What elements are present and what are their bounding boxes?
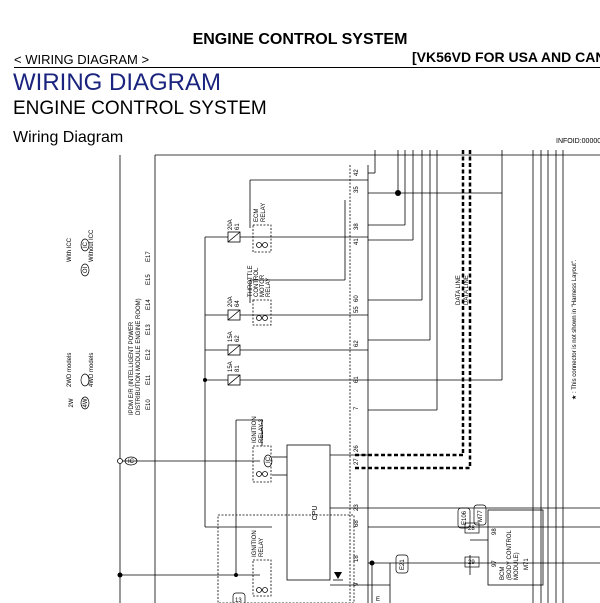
terminal-61: 61: [354, 376, 360, 383]
subsection-title: ENGINE CONTROL SYSTEM: [13, 98, 267, 119]
legend-2wd-code: 2W: [69, 398, 75, 407]
system-title: ENGINE CONTROL SYSTEM: [192, 31, 408, 48]
model-label: [VK56VD FOR USA AND CANA: [412, 49, 600, 65]
terminal-60: 60: [354, 295, 360, 302]
ipdm-conn-e15: E15: [146, 274, 152, 285]
fuse-3-amp: 15A: [228, 331, 234, 342]
ign-relay3-line1: IGNITION: [252, 416, 258, 443]
ipdm-connectors-row1: E10 E11 E12 E13 E14 E15 E17: [146, 251, 152, 410]
header-divider: [14, 67, 600, 68]
pin-28: 28: [468, 526, 475, 532]
fuse-4-id: 81: [235, 365, 241, 372]
connector-e21: E21: [400, 559, 406, 570]
terminal-68: 68: [354, 520, 360, 527]
ipdm-conn-e10: E10: [146, 399, 152, 410]
terminal-38: 38: [354, 223, 360, 230]
diagram-title: Wiring Diagram: [13, 129, 124, 146]
terminal-7: 7: [354, 406, 360, 410]
terminal-35: 35: [354, 186, 360, 193]
bcm-line1: BCM: [500, 567, 506, 580]
fuse-2-id: 64: [235, 300, 241, 307]
ign-relay-line2: RELAY: [259, 538, 265, 557]
connector-m77: M77: [478, 510, 484, 522]
bottom-e: E: [376, 597, 380, 603]
bottom-13: 13: [235, 598, 242, 603]
ipdm-line2: DISTRIBUTION MODULE ENGINE ROOM): [136, 298, 142, 415]
legend-2wd-text: 2WD models: [67, 353, 73, 387]
ecm-relay-line1: ECM: [254, 209, 260, 222]
terminal-9: 9: [354, 582, 360, 586]
legend-icc-text: With ICC: [67, 237, 73, 262]
legend-noicc-code: OI: [83, 267, 89, 274]
bcm-connector: M71: [524, 558, 530, 570]
ipdm-conn-e17: E17: [146, 251, 152, 262]
harness-note: ★ : This connector is not shown in "Harn…: [571, 259, 578, 400]
ign-relay-line1: IGNITION: [252, 530, 258, 557]
ipdm-conn-e11: E11: [146, 374, 152, 385]
terminal-41: 41: [354, 238, 360, 245]
legend-noicc-text: Without ICC: [89, 229, 95, 262]
terminal-23: 23: [354, 504, 360, 511]
ipdm-conn-e13: E13: [146, 324, 152, 335]
data-line-label-2: DATA LINE: [464, 275, 470, 305]
ic-tag: IC: [128, 459, 135, 465]
ign-relay3-line2: RELAY-3: [259, 418, 265, 443]
bcm-pin-97: 97: [492, 560, 498, 567]
terminal-27: 27: [354, 458, 360, 465]
section-title: WIRING DIAGRAM: [13, 69, 221, 96]
bcm-line3: MODULE): [514, 552, 520, 580]
terminal-26: 26: [354, 445, 360, 452]
pin-29: 29: [468, 560, 475, 566]
fuse-1-amp: 20A: [228, 219, 234, 230]
fuse-3-id: 62: [235, 335, 241, 342]
ipdm-line1: IPDM E/R (INTELLIGENT POWER: [129, 321, 135, 415]
legend-4wd-text: 4WD models: [89, 353, 95, 387]
throttle-relay-line2: CONTROL: [254, 267, 260, 297]
fuse-2-amp: 20A: [228, 296, 234, 307]
cpu-label: CPU: [312, 506, 319, 521]
ecm-relay-line2: RELAY: [261, 203, 267, 222]
ipdm-conn-e12: E12: [146, 349, 152, 360]
terminal-62: 62: [354, 340, 360, 347]
bcm-line2: (BODY CONTROL: [507, 529, 513, 580]
fuse-1-id: 61: [235, 223, 241, 230]
connector-e106: E106: [462, 510, 468, 525]
legend-icc-code: IC: [83, 241, 89, 248]
terminal-55: 55: [354, 306, 360, 313]
ipdm-conn-e14: E14: [146, 299, 152, 310]
terminal-42: 42: [354, 169, 360, 176]
data-line-label-1: DATA LINE: [456, 275, 462, 305]
ic-tag-relay: IC: [266, 456, 272, 463]
breadcrumb[interactable]: < WIRING DIAGRAM >: [14, 52, 150, 67]
throttle-relay-line4: RELAY: [266, 278, 272, 297]
legend-4wd-code: 4W: [83, 398, 89, 407]
throttle-relay-line3: MOTOR: [260, 274, 266, 297]
fuse-4-amp: 15A: [228, 361, 234, 372]
info-id: INFOID:000000: [556, 138, 600, 145]
bcm-pin-98: 98: [492, 528, 498, 535]
terminal-18: 18: [354, 555, 360, 562]
throttle-relay-line1: THROTTLE: [248, 265, 254, 297]
